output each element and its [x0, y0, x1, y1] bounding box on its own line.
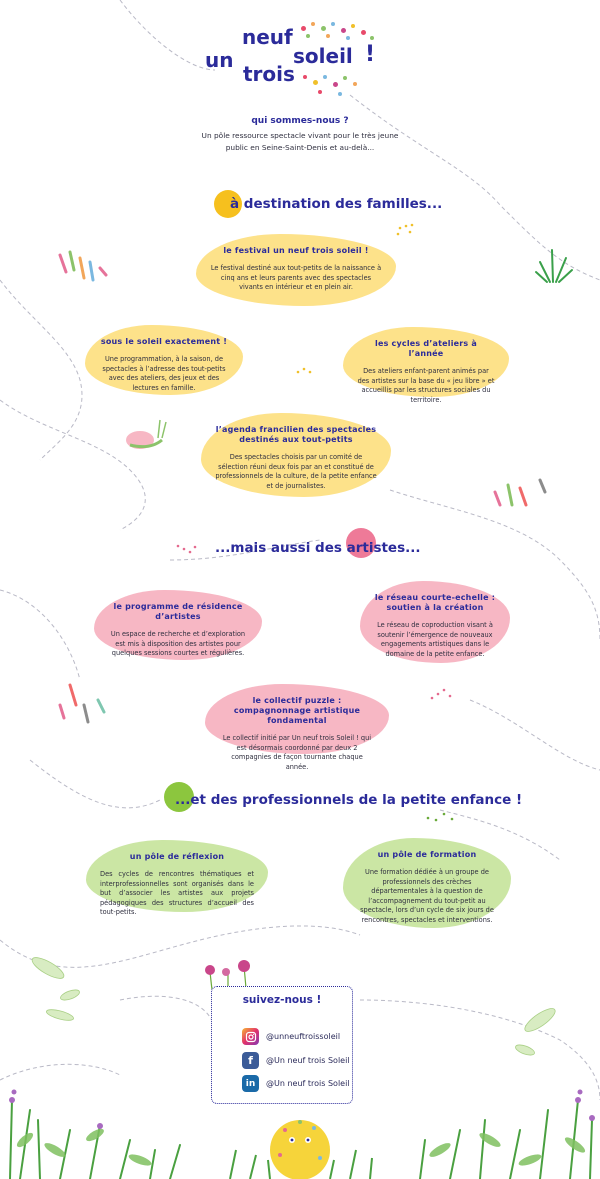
logo-word-neuf: neuf — [242, 25, 293, 49]
card-reflexion[interactable]: un pôle de réflexion Des cycles de renco… — [86, 840, 268, 916]
linkedin-icon: in — [242, 1075, 259, 1092]
card-residence[interactable]: le programme de résidence d’artistes Un … — [94, 590, 262, 660]
logo-dot — [306, 34, 310, 38]
social-linkedin[interactable]: in @Un neuf trois Soleil — [242, 1075, 350, 1092]
logo-dot — [346, 36, 350, 40]
logo-dot — [353, 82, 357, 86]
card-sous-le-soleil-text: Une programmation, à la saison, de spect… — [102, 355, 226, 392]
card-festival[interactable]: le festival un neuf trois soleil ! Le fe… — [196, 234, 396, 306]
card-festival-text: Le festival destiné aux tout-petits de l… — [210, 264, 382, 292]
linkedin-label: @Un neuf trois Soleil — [266, 1079, 350, 1088]
logo-dot — [338, 92, 342, 96]
intro-line-1: Un pôle ressource spectacle vivant pour … — [201, 131, 399, 140]
logo-word-soleil: soleil — [293, 44, 353, 68]
social-instagram[interactable]: @unneuftroissoleil — [242, 1028, 340, 1045]
social-facebook[interactable]: f @Un neuf trois Soleil — [242, 1052, 350, 1069]
card-courte-echelle[interactable]: le réseau courte-echelle : soutien à la … — [360, 581, 510, 663]
logo-dot — [370, 36, 374, 40]
facebook-label: @Un neuf trois Soleil — [266, 1056, 350, 1065]
heading-dot-pink — [346, 528, 376, 558]
artists-heading: ...mais aussi des artistes... — [215, 540, 421, 556]
card-courte-echelle-text: Le réseau de coproduction visant à soute… — [377, 621, 493, 658]
card-puzzle[interactable]: le collectif puzzle : compagnonnage arti… — [205, 684, 389, 771]
card-agenda-title: l’agenda francilien des spectacles desti… — [215, 425, 377, 444]
logo-word-trois: trois — [243, 62, 295, 86]
logo-dot — [361, 30, 366, 35]
card-cycles-ateliers-text: Des ateliers enfant-parent animés par de… — [357, 367, 495, 404]
logo-dot — [318, 90, 322, 94]
logo-dot — [321, 26, 326, 31]
card-agenda-text: Des spectacles choisis par un comité de … — [215, 453, 377, 490]
logo[interactable]: un neuf trois soleil ! — [205, 20, 390, 105]
card-agenda[interactable]: l’agenda francilien des spectacles desti… — [201, 413, 391, 497]
follow-box — [211, 986, 353, 1104]
heading-dot-yellow — [214, 190, 242, 218]
logo-dot — [323, 75, 327, 79]
intro-title: qui sommes-nous ? — [251, 116, 349, 126]
card-puzzle-text: Le collectif initié par Un neuf trois So… — [222, 734, 372, 771]
follow-title: suivez-nous ! — [242, 994, 322, 1006]
card-formation[interactable]: un pôle de formation Une formation dédié… — [343, 838, 511, 928]
logo-dot — [303, 75, 307, 79]
instagram-icon — [242, 1028, 259, 1045]
card-cycles-ateliers[interactable]: les cycles d’ateliers à l’année Des atel… — [343, 327, 509, 404]
logo-word-un: un — [205, 48, 234, 72]
card-sous-le-soleil-title: sous le soleil exactement ! — [100, 337, 228, 346]
logo-dot — [333, 82, 338, 87]
logo-dot — [301, 26, 306, 31]
card-puzzle-title: le collectif puzzle : compagnonnage arti… — [233, 696, 361, 725]
card-courte-echelle-title: le réseau courte-echelle : soutien à la … — [374, 593, 496, 612]
heading-dot-green — [164, 782, 194, 812]
card-residence-title: le programme de résidence d’artistes — [113, 602, 243, 621]
facebook-icon: f — [242, 1052, 259, 1069]
card-reflexion-text: Des cycles de rencontres thématiques et … — [100, 870, 254, 917]
families-heading: à destination des familles... — [230, 196, 443, 212]
logo-dot — [341, 28, 346, 33]
logo-dot — [343, 76, 347, 80]
pros-heading: ...et des professionnels de la petite en… — [175, 792, 523, 808]
intro-line-2: public en Seine-Saint-Denis et au-delà..… — [225, 143, 375, 152]
logo-dot — [331, 22, 335, 26]
card-sous-le-soleil[interactable]: sous le soleil exactement ! Une programm… — [85, 325, 243, 395]
logo-dot — [351, 24, 355, 28]
card-cycles-ateliers-title: les cycles d’ateliers à l’année — [375, 339, 477, 358]
card-residence-text: Un espace de recherche et d’exploration … — [110, 630, 246, 658]
card-festival-title: le festival un neuf trois soleil ! — [223, 246, 369, 255]
logo-word-exclamation: ! — [365, 42, 376, 67]
card-formation-title: un pôle de formation — [377, 850, 477, 859]
logo-dot — [326, 34, 330, 38]
logo-dot — [311, 22, 315, 26]
card-formation-text: Une formation dédiée à un groupe de prof… — [360, 868, 494, 924]
card-reflexion-title: un pôle de réflexion — [129, 852, 225, 861]
instagram-label: @unneuftroissoleil — [266, 1032, 341, 1041]
logo-dot — [313, 80, 318, 85]
